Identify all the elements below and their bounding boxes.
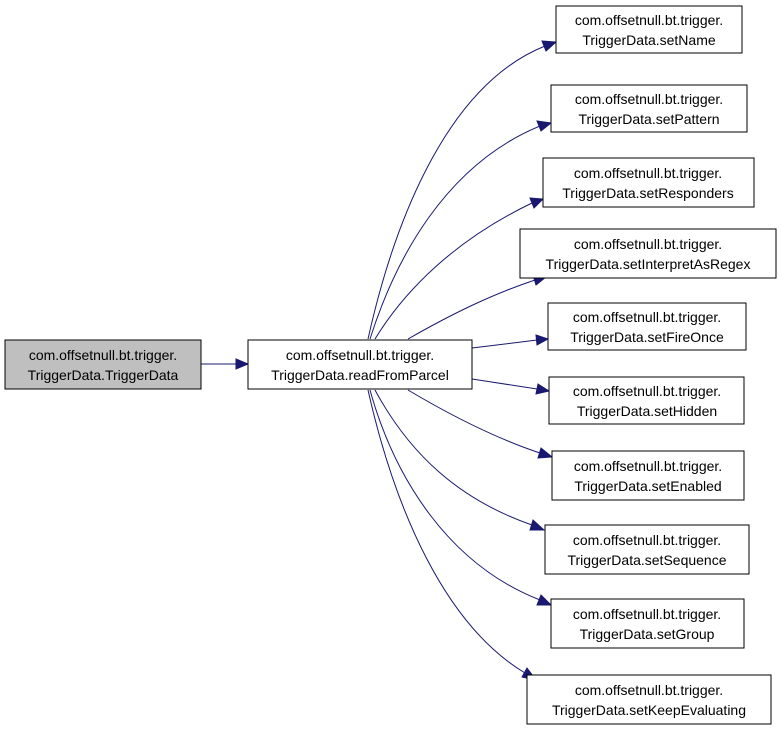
node-setSequence-line2: TriggerData.setSequence	[567, 552, 726, 568]
node-readFromParcel-line2: TriggerData.readFromParcel	[271, 367, 449, 383]
node-setHidden[interactable]: com.offsetnull.bt.trigger. TriggerData.s…	[548, 376, 745, 425]
node-setResponders[interactable]: com.offsetnull.bt.trigger. TriggerData.s…	[542, 157, 755, 208]
node-setGroup-line2: TriggerData.setGroup	[580, 626, 715, 642]
edge-readFromParcel-to-setHidden	[471, 378, 551, 395]
node-readFromParcel-line1: com.offsetnull.bt.trigger.	[286, 347, 434, 363]
node-setName-line1: com.offsetnull.bt.trigger.	[575, 12, 723, 28]
node-setEnabled-line1: com.offsetnull.bt.trigger.	[574, 458, 722, 474]
edge-readFromParcel-to-setName	[367, 40, 558, 340]
node-setGroup[interactable]: com.offsetnull.bt.trigger. TriggerData.s…	[550, 598, 745, 649]
edge-readFromParcel-to-setSequence	[374, 389, 546, 531]
node-setPattern[interactable]: com.offsetnull.bt.trigger. TriggerData.s…	[550, 84, 748, 133]
node-setHidden-line1: com.offsetnull.bt.trigger.	[573, 383, 721, 399]
edge-readFromParcel-to-setResponders	[374, 197, 545, 340]
edge-root-to-readFromParcel	[201, 358, 250, 370]
node-setName[interactable]: com.offsetnull.bt.trigger. TriggerData.s…	[555, 5, 743, 54]
node-setInterpretAsRegex-line1: com.offsetnull.bt.trigger.	[574, 236, 722, 252]
node-setPattern-line1: com.offsetnull.bt.trigger.	[575, 91, 723, 107]
node-setKeepEvaluating-line1: com.offsetnull.bt.trigger.	[575, 682, 723, 698]
node-setName-line2: TriggerData.setName	[582, 32, 716, 48]
node-readFromParcel[interactable]: com.offsetnull.bt.trigger. TriggerData.r…	[247, 339, 473, 390]
edge-readFromParcel-to-setEnabled	[407, 389, 554, 459]
node-setKeepEvaluating[interactable]: com.offsetnull.bt.trigger. TriggerData.s…	[526, 674, 772, 725]
node-setHidden-line2: TriggerData.setHidden	[577, 403, 717, 419]
node-root[interactable]: com.offsetnull.bt.trigger. TriggerData.T…	[4, 339, 202, 390]
node-setEnabled-line2: TriggerData.setEnabled	[574, 478, 721, 494]
edges	[201, 40, 558, 681]
node-setEnabled[interactable]: com.offsetnull.bt.trigger. TriggerData.s…	[551, 450, 745, 501]
edge-readFromParcel-to-setFireOnce	[471, 334, 550, 349]
node-setResponders-line2: TriggerData.setResponders	[562, 185, 733, 201]
edge-readFromParcel-to-setGroup	[369, 389, 553, 606]
nodes: com.offsetnull.bt.trigger. TriggerData.T…	[4, 5, 777, 725]
node-root-line2: TriggerData.TriggerData	[28, 367, 179, 383]
edge-readFromParcel-to-setKeepEvaluating	[367, 389, 538, 681]
node-setResponders-line1: com.offsetnull.bt.trigger.	[574, 165, 722, 181]
node-setFireOnce-line1: com.offsetnull.bt.trigger.	[573, 309, 721, 325]
node-setGroup-line1: com.offsetnull.bt.trigger.	[573, 606, 721, 622]
edge-readFromParcel-to-setPattern	[369, 120, 553, 340]
node-setKeepEvaluating-line2: TriggerData.setKeepEvaluating	[552, 702, 746, 718]
node-setPattern-line2: TriggerData.setPattern	[578, 111, 719, 127]
node-setSequence-line1: com.offsetnull.bt.trigger.	[573, 532, 721, 548]
node-root-line1: com.offsetnull.bt.trigger.	[29, 347, 177, 363]
node-setFireOnce-line2: TriggerData.setFireOnce	[570, 329, 724, 345]
edge-readFromParcel-to-setInterpretAsRegex	[407, 274, 548, 340]
node-setInterpretAsRegex[interactable]: com.offsetnull.bt.trigger. TriggerData.s…	[519, 228, 777, 279]
node-setFireOnce[interactable]: com.offsetnull.bt.trigger. TriggerData.s…	[547, 302, 747, 351]
node-setSequence[interactable]: com.offsetnull.bt.trigger. TriggerData.s…	[544, 524, 750, 575]
node-setInterpretAsRegex-line2: TriggerData.setInterpretAsRegex	[546, 256, 751, 272]
